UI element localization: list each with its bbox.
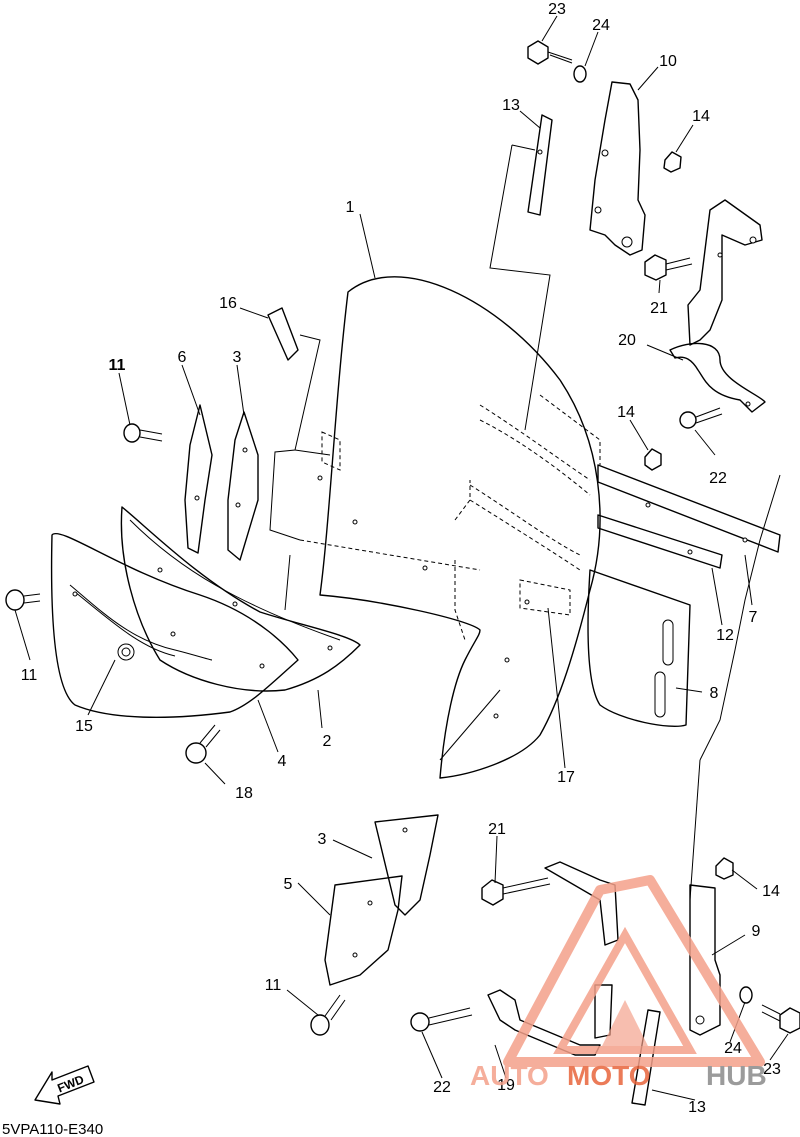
callout-3-lower: 3 (318, 831, 327, 848)
callout-20: 20 (618, 332, 636, 349)
callout-1: 1 (346, 199, 355, 216)
callout-14-upper: 14 (692, 108, 710, 125)
callout-23-upper: 23 (548, 1, 566, 18)
callout-7: 7 (749, 609, 758, 626)
bracket-3-lower (374, 814, 439, 916)
screw-11-a (123, 423, 163, 443)
washer-24-upper (573, 65, 587, 83)
screw-11-b (5, 589, 41, 611)
strip-13-lower (631, 1009, 661, 1106)
callout-15: 15 (75, 718, 93, 735)
watermark-part2: MOTO (567, 1060, 650, 1091)
callout-6: 6 (178, 349, 187, 366)
callout-23-lower: 23 (763, 1061, 781, 1078)
callout-24-lower: 24 (724, 1040, 742, 1057)
diagram-code: 5VPA110-E340 (2, 1121, 103, 1137)
callout-22-upper: 22 (709, 470, 727, 487)
watermark-part3: HUB (706, 1060, 767, 1091)
callout-4: 4 (278, 753, 287, 770)
nut-14-upper (663, 151, 682, 173)
bolt-23-lower (761, 1004, 800, 1034)
callout-12: 12 (716, 627, 734, 644)
callout-17: 17 (557, 769, 575, 786)
washer-24-lower (739, 986, 753, 1004)
plate-8 (587, 569, 691, 727)
callout-8: 8 (710, 685, 719, 702)
callout-22-lower: 22 (433, 1079, 451, 1096)
callout-10: 10 (659, 53, 677, 70)
windshield (317, 276, 601, 779)
callout-16: 16 (219, 295, 237, 312)
callout-3-upper: 3 (233, 349, 242, 366)
side-cover-2 (120, 506, 361, 692)
callout-13-upper: 13 (502, 97, 520, 114)
callout-14-lower: 14 (762, 883, 780, 900)
callout-19: 19 (497, 1077, 515, 1094)
leader-lines (14, 15, 789, 1101)
callout-5: 5 (284, 876, 293, 893)
callout-11-b: 11 (21, 667, 38, 684)
callout-24-upper: 24 (592, 17, 610, 34)
nut-14-lower (715, 857, 734, 880)
callout-14-mid: 14 (617, 404, 635, 421)
bracket-20 (669, 199, 766, 413)
callout-labels: 23 24 10 13 14 1 21 16 20 11 6 3 14 22 7… (21, 1, 781, 1116)
strip-12 (597, 514, 723, 569)
watermark-part1: AUTO (470, 1060, 549, 1091)
screw-22-upper (679, 407, 723, 429)
bolt-21-upper (644, 254, 693, 281)
screw-18 (185, 724, 221, 764)
callout-11-a: 11 (109, 357, 126, 374)
callout-11-c: 11 (265, 977, 282, 994)
callout-21-upper: 21 (650, 300, 668, 317)
triangle-logo-icon (503, 875, 765, 1067)
bracket-6 (184, 404, 213, 554)
bracket-3-upper (227, 411, 259, 561)
watermark: AUTO MOTO HUB (470, 875, 767, 1091)
callout-9: 9 (752, 923, 761, 940)
callout-2: 2 (323, 733, 332, 750)
screw-22-lower (410, 1007, 473, 1032)
sticker-16 (267, 307, 299, 361)
callout-13-lower: 13 (688, 1099, 706, 1116)
forward-arrow-icon: FWD (34, 1065, 95, 1105)
bracket-5 (324, 875, 403, 986)
callout-18: 18 (235, 785, 253, 802)
bracket-19 (487, 989, 601, 1056)
strip-13-upper (527, 114, 553, 216)
bolt-23-upper (527, 40, 573, 65)
nut-14-mid (644, 448, 662, 471)
strip-7 (597, 464, 781, 553)
bracket-10 (589, 81, 646, 256)
screw-11-c (310, 994, 346, 1036)
fwd-label: FWD (55, 1072, 86, 1095)
callout-21-lower: 21 (488, 821, 506, 838)
side-cover-4 (50, 532, 299, 718)
bolt-21-lower (481, 877, 551, 906)
